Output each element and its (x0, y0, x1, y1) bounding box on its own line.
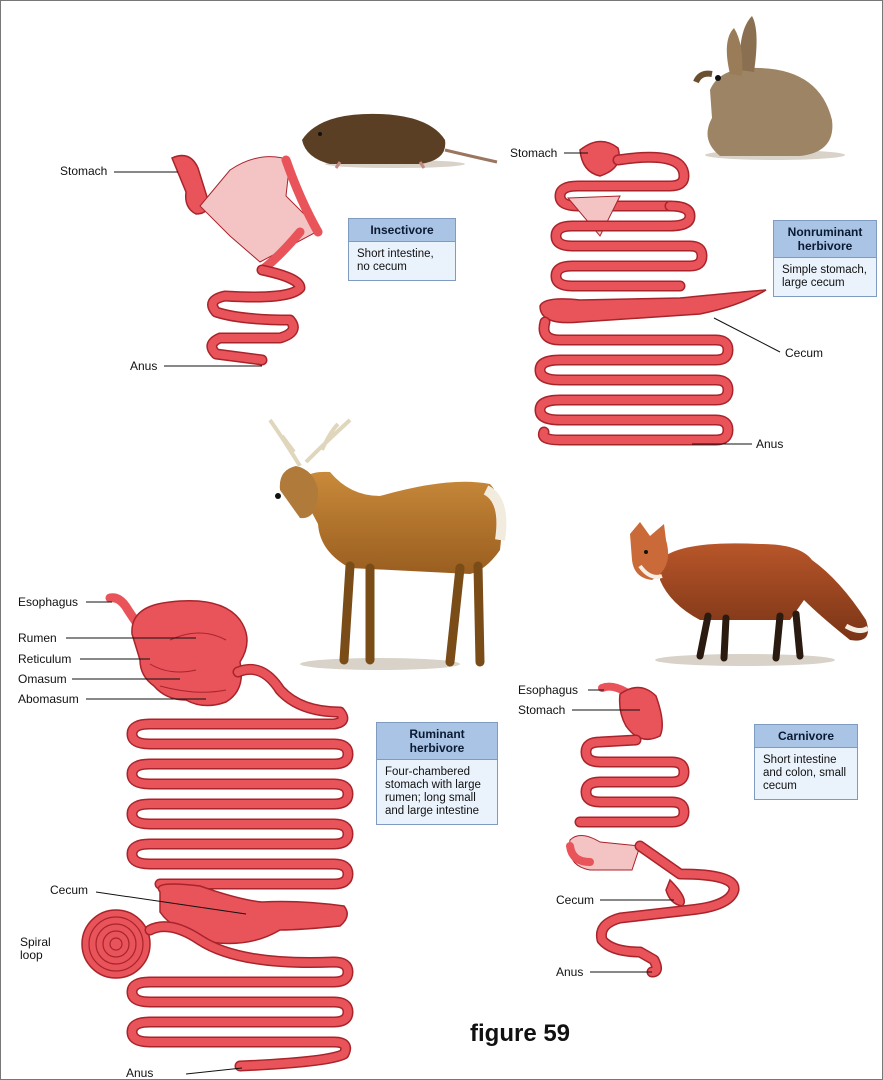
spiral-loop-coil (82, 910, 150, 978)
carnivore-cecum-label: Cecum (556, 894, 594, 907)
carnivore-title: Carnivore (755, 725, 857, 748)
ruminant-info-box: Ruminant herbivore Four-chambered stomac… (376, 722, 498, 825)
carnivore-stomach-label: Stomach (518, 704, 565, 717)
ruminant-description: Four-chambered stomach with large rumen;… (377, 760, 497, 824)
nonruminant-gut (540, 141, 766, 440)
nonruminant-info-box: Nonruminant herbivore Simple stomach, la… (773, 220, 877, 297)
insectivore-title: Insectivore (349, 219, 455, 242)
ruminant-abomasum-label: Abomasum (18, 693, 79, 706)
carnivore-info-box: Carnivore Short intestine and colon, sma… (754, 724, 858, 800)
ruminant-omasum-label: Omasum (18, 673, 67, 686)
nonruminant-cecum-label: Cecum (785, 347, 823, 360)
deer-illustration (270, 420, 502, 670)
carnivore-esophagus-label: Esophagus (518, 684, 578, 697)
insectivore-info-box: Insectivore Short intestine, no cecum (348, 218, 456, 281)
nonruminant-stomach-label: Stomach (510, 147, 557, 160)
nonruminant-title: Nonruminant herbivore (774, 221, 876, 258)
insectivore-anus-label: Anus (130, 360, 157, 373)
fox-illustration (630, 522, 868, 666)
ruminant-gut (82, 598, 348, 1066)
ruminant-spiral-loop-label: Spiral loop (20, 936, 62, 962)
nonruminant-description: Simple stomach, large cecum (774, 258, 876, 296)
ruminant-esophagus-label: Esophagus (18, 596, 78, 609)
insectivore-description: Short intestine, no cecum (349, 242, 455, 280)
insectivore-stomach-label: Stomach (60, 165, 107, 178)
carnivore-anus-label: Anus (556, 966, 583, 979)
carnivore-description: Short intestine and colon, small cecum (755, 748, 857, 799)
ruminant-title: Ruminant herbivore (377, 723, 497, 760)
ruminant-reticulum-label: Reticulum (18, 653, 71, 666)
ruminant-anus-label: Anus (126, 1067, 153, 1080)
rabbit-illustration (696, 16, 845, 160)
shrew-illustration (302, 114, 497, 168)
figure-caption: figure 59 (470, 1020, 570, 1048)
insectivore-gut (172, 156, 320, 360)
nonruminant-anus-label: Anus (756, 438, 783, 451)
ruminant-cecum-label: Cecum (50, 884, 88, 897)
carnivore-gut (569, 687, 734, 972)
ruminant-rumen-label: Rumen (18, 632, 57, 645)
